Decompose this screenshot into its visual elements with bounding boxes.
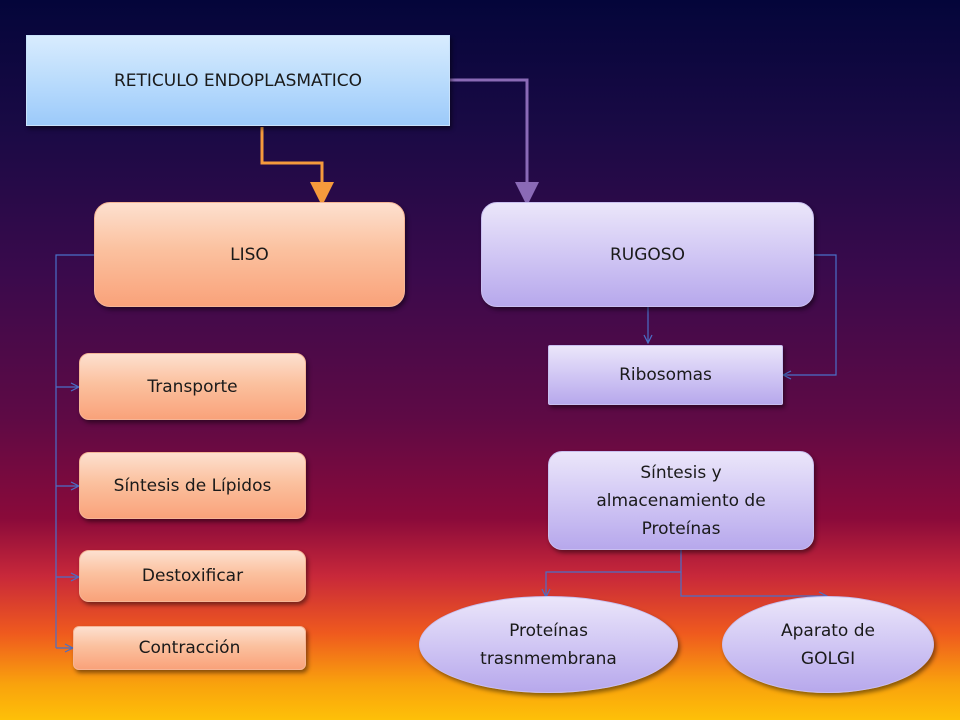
- arrow-root-to-liso: [260, 127, 334, 206]
- contraccion-label: Contracción: [138, 638, 241, 658]
- aparato-golgi-label: Aparato de GOLGI: [781, 620, 875, 669]
- rugoso-label: RUGOSO: [610, 244, 685, 265]
- proteinas-trasnmembrana-label: Proteínas trasnmembrana: [480, 620, 617, 669]
- arrow-to-aparato-golgi: [680, 572, 827, 596]
- destoxificar-label: Destoxificar: [141, 566, 244, 586]
- node-transporte: Transporte: [79, 353, 306, 420]
- arrow-root-to-rugoso: [450, 78, 539, 206]
- node-ribosomas: Ribosomas: [548, 345, 783, 405]
- node-sintesis-proteinas: Síntesis y almacenamiento de Proteínas: [548, 451, 814, 550]
- arrow-to-proteinas-trasnmembrana: [546, 550, 682, 597]
- sintesis-lipidos-label: Síntesis de Lípidos: [113, 475, 272, 496]
- node-contraccion: Contracción: [73, 626, 306, 670]
- node-liso: LISO: [94, 202, 405, 307]
- node-sintesis-lipidos: Síntesis de Lípidos: [79, 452, 306, 519]
- sintesis-proteinas-label: Síntesis y almacenamiento de Proteínas: [596, 462, 766, 539]
- ribosomas-label: Ribosomas: [619, 365, 712, 385]
- root-label: RETICULO ENDOPLASMATICO: [113, 70, 362, 91]
- node-rugoso: RUGOSO: [481, 202, 814, 307]
- connector-liso-bracket: [55, 254, 94, 648]
- node-proteinas-trasnmembrana: Proteínas trasnmembrana: [419, 596, 678, 693]
- transporte-label: Transporte: [147, 376, 238, 397]
- root-node-reticulo-endoplasmatico: RETICULO ENDOPLASMATICO: [26, 35, 450, 126]
- arrow-rugoso-side-to-ribosomas: [783, 254, 837, 375]
- node-aparato-golgi: Aparato de GOLGI: [722, 596, 934, 693]
- liso-label: LISO: [230, 244, 269, 265]
- node-destoxificar: Destoxificar: [79, 550, 306, 602]
